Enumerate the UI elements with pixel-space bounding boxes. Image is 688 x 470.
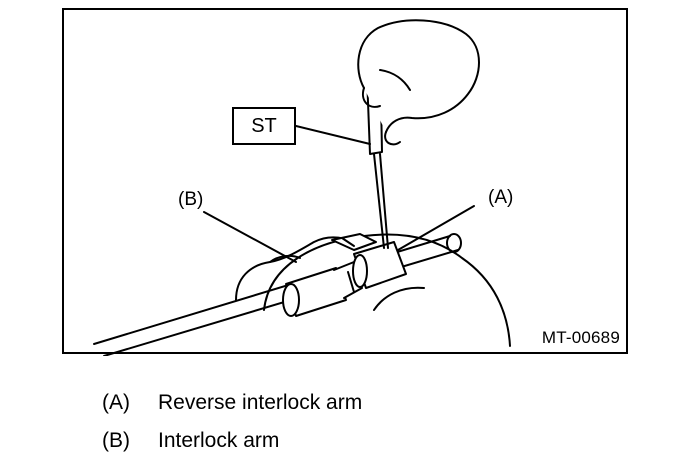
illustration-frame: ST (B) (A) MT-00689 [62,8,628,356]
pin-punch-shaft [373,153,385,249]
shift-rail-bottom [103,249,459,356]
legend-item: (B) Interlock arm [102,422,362,460]
callout-b: (B) [178,189,204,210]
legend: (A) Reverse interlock arm (B) Interlock … [102,384,362,460]
shift-rail-end [446,233,462,253]
legend-text: Reverse interlock arm [158,391,363,414]
interlock-arm-face [282,283,300,317]
right-hand [357,19,480,133]
leader-st [295,125,371,145]
callout-a: (A) [488,187,514,208]
leader-b [203,211,297,263]
case-edge [373,286,425,311]
case-outline [263,233,511,347]
figure-id: MT-00689 [541,328,620,347]
reverse-interlock-face [352,254,368,288]
legend-item: (A) Reverse interlock arm [102,384,362,422]
legend-text: Interlock arm [158,429,280,452]
tool-label-st: ST [232,107,296,145]
left-hand [235,236,355,301]
shift-rail-illustration [93,19,511,356]
legend-key: (A) [102,391,130,414]
legend-key: (B) [102,429,130,452]
leader-a [397,205,475,251]
